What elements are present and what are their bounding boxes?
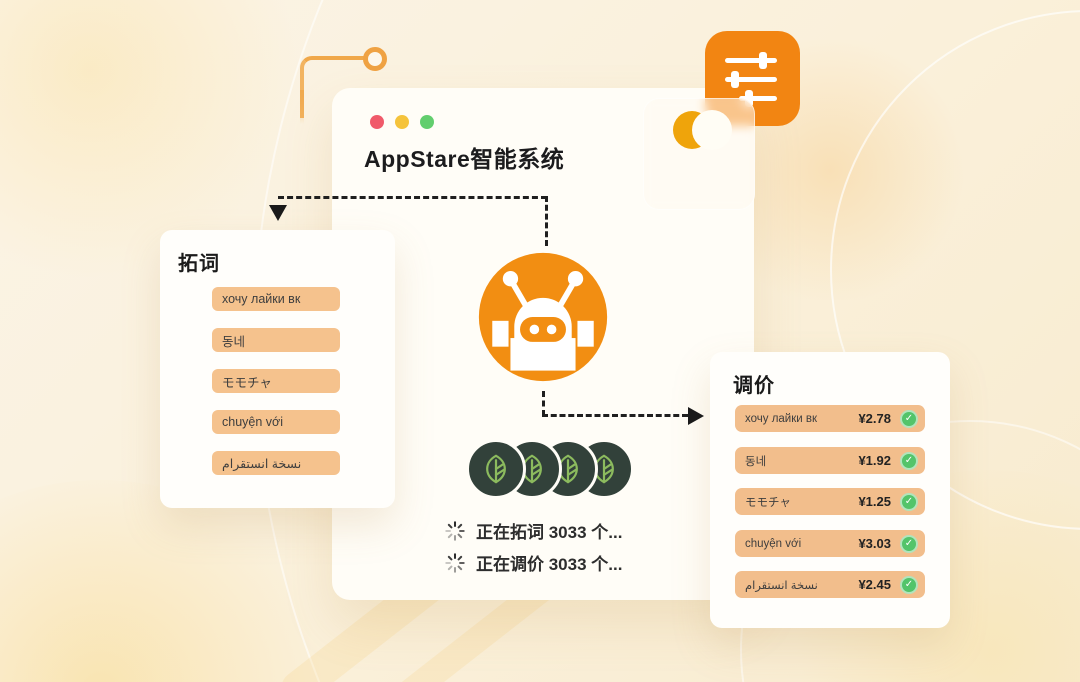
window-traffic-lights: [370, 115, 434, 129]
decorative-connector-line: [300, 56, 366, 118]
check-icon: ✓: [900, 492, 918, 511]
price-row: хочу лайки вк ¥2.78 ✓: [735, 405, 925, 432]
keyword-chip: 동네: [212, 328, 340, 352]
keyword-chip: хочу лайки вк: [212, 287, 340, 311]
spinner-icon: [445, 520, 465, 541]
keyword-chip: نسخة انستقرام: [212, 451, 340, 475]
price-row-value: ¥1.25: [858, 494, 891, 509]
window-close-dot[interactable]: [370, 115, 384, 129]
price-row-value: ¥2.45: [858, 577, 891, 592]
status-line-expanding: 正在拓词 3033 个...: [444, 518, 622, 543]
leaf-coin-icon: [466, 439, 526, 499]
status-text-expanding: 正在拓词 3033 个...: [476, 523, 623, 542]
price-row: chuyện với ¥3.03 ✓: [735, 530, 925, 557]
check-icon: ✓: [900, 409, 918, 428]
expand-panel-title: 拓词: [178, 253, 220, 275]
background-blob-bottom-left: [0, 480, 340, 682]
price-row-value: ¥3.03: [858, 536, 891, 551]
check-icon: ✓: [900, 575, 918, 594]
expand-words-panel: 拓词 хочу лайки вк 동네 モモチャ chuyện với نسخة…: [160, 230, 395, 508]
status-text-repricing: 正在调价 3033 个...: [476, 555, 623, 574]
price-row-keyword: モモチャ: [745, 496, 791, 509]
window-minimize-dot[interactable]: [395, 115, 409, 129]
pricing-panel-title: 调价: [733, 375, 775, 397]
leaf-coin-stack: [466, 439, 634, 499]
dashed-connector-to-expand-drop: [545, 196, 548, 246]
price-row-keyword: chuyện với: [745, 537, 802, 550]
app-title: AppStare智能系统: [364, 146, 565, 172]
toggle-white-circle[interactable]: [692, 110, 732, 150]
keyword-chip: モモチャ: [212, 369, 340, 393]
price-row-keyword: 동네: [745, 455, 767, 468]
decorative-ring-icon: [363, 47, 387, 71]
spinner-icon: [445, 552, 465, 573]
check-icon: ✓: [900, 534, 918, 553]
check-icon: ✓: [900, 451, 918, 470]
price-row: نسخة انستقرام ¥2.45 ✓: [735, 571, 925, 598]
price-row: モモチャ ¥1.25 ✓: [735, 488, 925, 515]
status-line-repricing: 正在调价 3033 个...: [444, 550, 622, 575]
price-row-value: ¥1.92: [858, 453, 891, 468]
dashed-connector-to-expand: [278, 196, 547, 199]
price-row-keyword: نسخة انستقرام: [745, 579, 818, 592]
dashed-connector-to-pricing: [542, 414, 688, 417]
window-zoom-dot[interactable]: [420, 115, 434, 129]
decorative-connector-line-fade: [300, 90, 304, 124]
arrow-down-icon: [269, 205, 287, 221]
price-row-value: ¥2.78: [858, 411, 891, 426]
pricing-panel: 调价 хочу лайки вк ¥2.78 ✓ 동네 ¥1.92 ✓ モモチャ…: [710, 352, 950, 628]
keyword-chip: chuyện với: [212, 410, 340, 434]
price-row: 동네 ¥1.92 ✓: [735, 447, 925, 474]
dashed-connector-to-pricing-drop: [542, 391, 545, 416]
price-row-keyword: хочу лайки вк: [745, 412, 818, 425]
arrow-right-icon: [688, 407, 704, 425]
robot-icon: [476, 250, 610, 384]
